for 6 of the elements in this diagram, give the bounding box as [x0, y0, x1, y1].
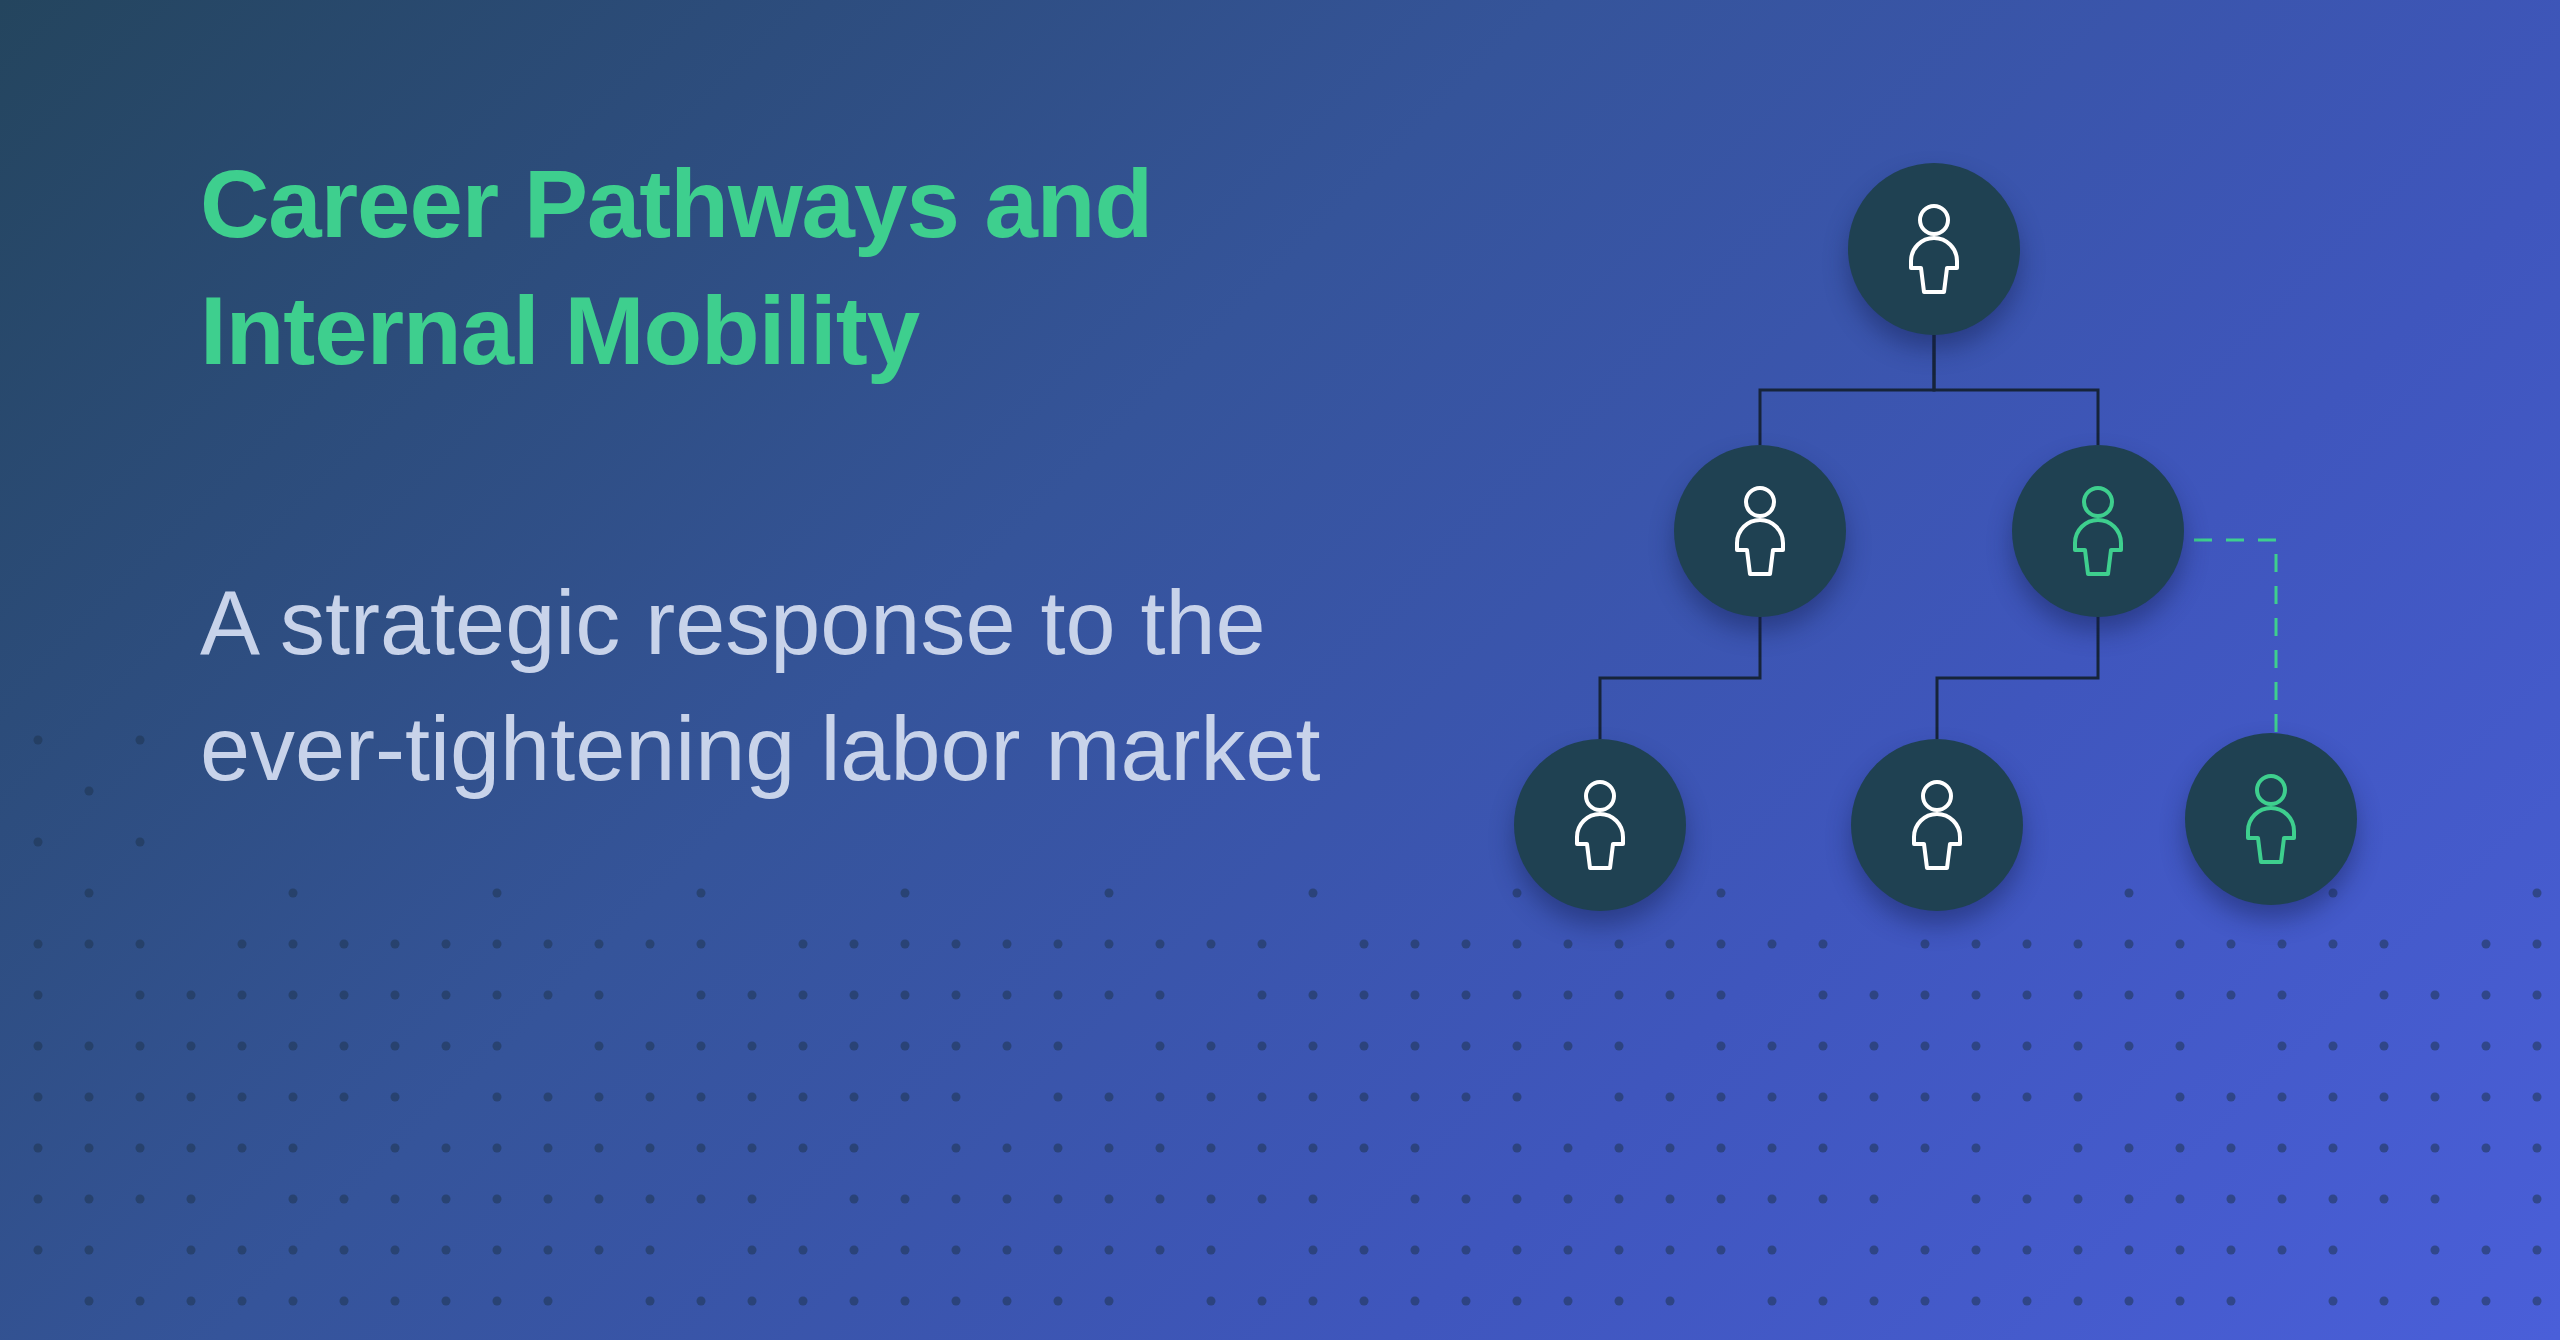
subtitle: A strategic response to the ever-tightening labor market: [200, 572, 1322, 801]
connector-line: [1598, 617, 1762, 739]
title: Career Pathways and Internal Mobility: [200, 149, 1154, 386]
connector-line: [1935, 617, 2100, 739]
connector-line: [1932, 335, 2100, 445]
connector-line: [2194, 538, 2278, 733]
